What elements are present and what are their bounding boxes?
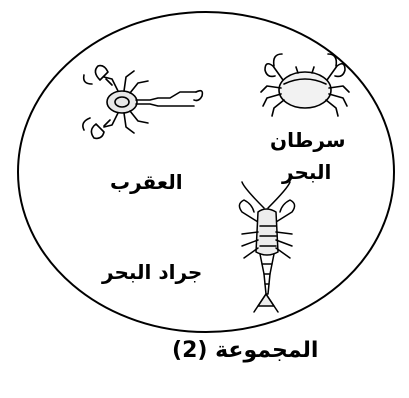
crab-icon <box>261 54 349 116</box>
lobster-icon <box>239 182 294 312</box>
scorpion-icon <box>83 66 203 139</box>
group-circle <box>18 12 394 332</box>
lobster-label: جراد البحر <box>102 260 202 284</box>
crab-label-line2: البحر <box>282 160 331 184</box>
scorpion-label: العقرب <box>110 170 183 194</box>
crab-label-line1: سرطان <box>270 128 346 152</box>
group-caption: المجموعة (2) <box>172 338 318 363</box>
